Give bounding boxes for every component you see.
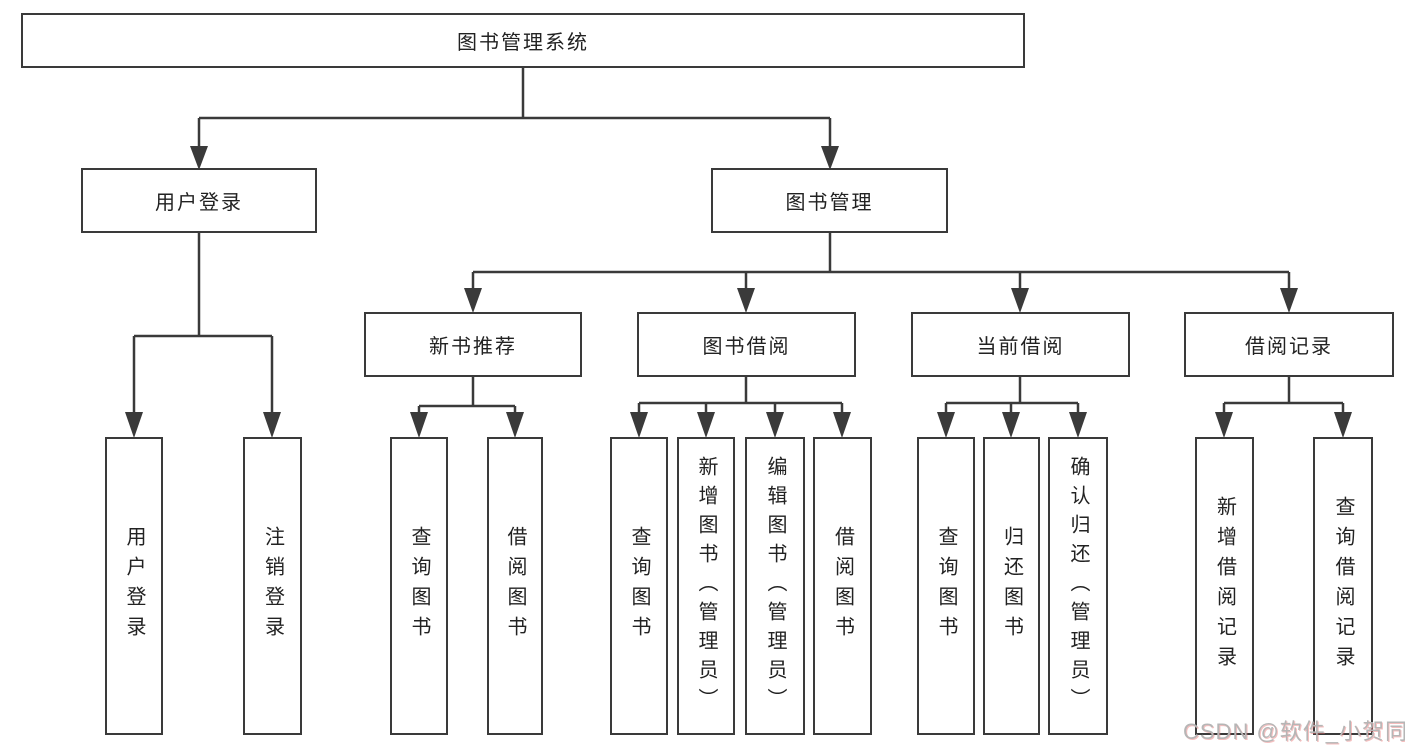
node-leaf-query-borrow-record: 查询借阅记录 [1313,437,1373,735]
node-label: 查询图书 [935,526,957,646]
connector-root-to-level2 [197,68,832,148]
connector-book-borrowing-to-leaves [637,377,844,414]
node-label: 当前借阅 [976,336,1065,358]
node-borrowing-records: 借阅记录 [1184,312,1394,377]
node-leaf-query-books-1: 查询图书 [390,437,448,735]
csdn-watermark: CSDN @软件_小贺同学 [1183,719,1405,744]
node-label: 新书推荐 [429,336,517,358]
arrowheads-borrowing-records-to-leaves [1215,412,1352,438]
connector-user-login-to-leaves [132,233,274,414]
node-leaf-user-login: 用户登录 [105,437,163,735]
node-book-management: 图书管理 [711,168,948,233]
node-label: 借阅图书 [504,526,526,646]
node-leaf-return-books: 归还图书 [983,437,1040,735]
node-label: 借阅图书 [831,526,854,646]
node-label: 归还图书 [1000,526,1023,646]
node-label: 新增图书（管理员） [695,455,717,717]
node-book-borrowing: 图书借阅 [637,312,856,377]
node-leaf-add-books-admin: 新增图书（管理员） [677,437,735,735]
connector-borrowing-records-to-leaves [1222,377,1345,414]
node-label: 图书管理系统 [457,32,589,54]
connector-new-book-recommend-to-leaves [417,377,517,414]
node-user-login: 用户登录 [81,168,317,233]
connector-current-borrowing-to-leaves [944,377,1080,414]
node-leaf-borrow-books-1: 借阅图书 [487,437,543,735]
node-leaf-confirm-return-admin: 确认归还（管理员） [1048,437,1108,735]
node-new-book-recommend: 新书推荐 [364,312,582,377]
node-leaf-borrow-books-2: 借阅图书 [813,437,872,735]
node-label: 确认归还（管理员） [1067,455,1089,717]
node-label: 查询借阅记录 [1332,496,1354,676]
node-leaf-logout: 注销登录 [243,437,302,735]
node-label: 图书借阅 [702,336,791,358]
arrowheads-new-book-recommend-to-leaves [410,412,524,438]
arrowheads-user-login-to-leaves [125,412,281,438]
arrowheads-book-borrowing-to-leaves [630,412,851,438]
connector-book-management-to-level3 [471,233,1291,290]
node-label: 查询图书 [408,526,430,646]
node-label: 新增借阅记录 [1213,496,1236,676]
node-label: 用户登录 [155,192,243,214]
node-leaf-query-books-2: 查询图书 [610,437,668,735]
node-label: 注销登录 [261,526,284,646]
node-leaf-query-books-3: 查询图书 [917,437,975,735]
node-label: 编辑图书（管理员） [764,455,786,717]
node-label: 借阅记录 [1245,336,1333,358]
arrowheads-root-to-level2 [190,146,839,170]
node-leaf-add-borrow-record: 新增借阅记录 [1195,437,1254,735]
node-label: 查询图书 [628,526,650,646]
node-leaf-edit-books-admin: 编辑图书（管理员） [745,437,805,735]
node-root: 图书管理系统 [21,13,1025,68]
node-current-borrowing: 当前借阅 [911,312,1130,377]
node-label: 图书管理 [785,192,874,214]
arrowheads-book-management-to-level3 [464,288,1298,313]
node-label: 用户登录 [123,526,145,646]
arrowheads-current-borrowing-to-leaves [937,412,1087,438]
